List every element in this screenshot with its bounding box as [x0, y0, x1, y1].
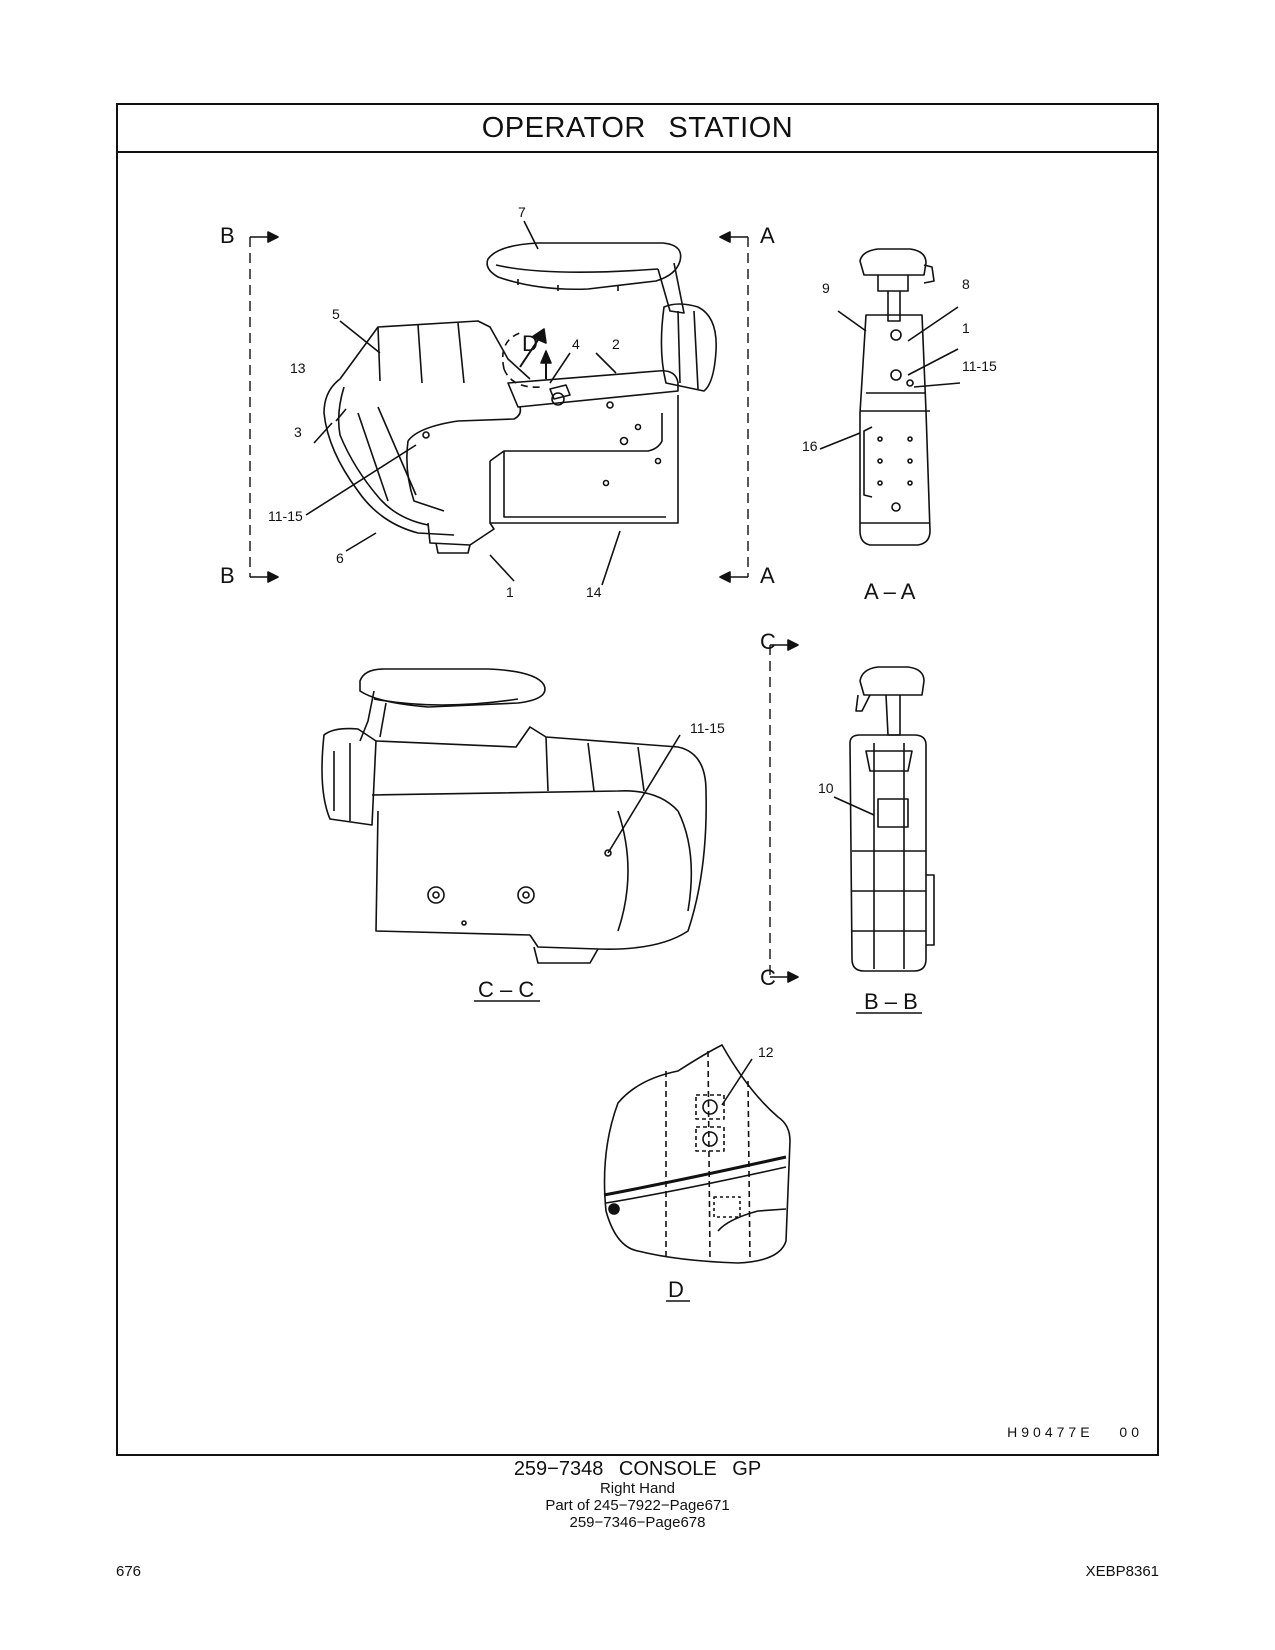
side-label: Right Hand — [599, 1480, 676, 1497]
section-letter-a-top: A — [760, 223, 775, 248]
callout-12: 12 — [758, 1044, 774, 1060]
view-label-a-a: A – A — [864, 579, 916, 604]
callout-1-aa: 1 — [962, 320, 970, 336]
callout-11-15-aa: 11-15 — [962, 358, 997, 374]
callout-1-side: 1 — [506, 584, 514, 600]
page-title: OPERATOR STATION — [481, 112, 794, 144]
section-view-a-a — [819, 248, 961, 546]
callout-13: 13 — [290, 360, 306, 376]
callout-10: 10 — [818, 780, 834, 796]
callout-16: 16 — [802, 438, 818, 454]
callout-14: 14 — [586, 584, 602, 600]
figure-code: H90477E 00 — [1007, 1424, 1143, 1440]
section-letter-b-top: B — [220, 223, 235, 248]
parts-caption: 259−7348 CONSOLE GP Right Hand Part of 2… — [0, 1458, 1275, 1531]
document-code: XEBP8361 — [1085, 1563, 1159, 1580]
callout-4: 4 — [572, 336, 580, 352]
callout-9: 9 — [822, 280, 830, 296]
view-label-c-c: C – C — [478, 977, 534, 1002]
callout-7: 7 — [518, 204, 526, 220]
section-view-c-c — [321, 668, 707, 1002]
console-side-view — [249, 220, 749, 586]
callout-5: 5 — [332, 306, 340, 322]
section-view-b-b — [769, 639, 935, 1014]
section-letter-a-bottom: A — [760, 563, 775, 588]
title-bar: OPERATOR STATION — [118, 105, 1157, 153]
part-of-reference: Part of 245−7922−Page671 — [545, 1497, 730, 1514]
callout-6: 6 — [336, 550, 344, 566]
page-number: 676 — [116, 1563, 142, 1580]
section-letter-b-bottom: B — [220, 563, 235, 588]
detail-letter-d: D — [522, 331, 538, 356]
callout-3: 3 — [294, 424, 302, 440]
diagram-frame: OPERATOR STATION — [116, 103, 1159, 1456]
view-label-d: D — [668, 1277, 684, 1302]
section-letter-c-bottom: C — [760, 965, 776, 990]
part-number-title: 259−7348 CONSOLE GP — [513, 1458, 762, 1480]
view-label-b-b: B – B — [864, 989, 918, 1014]
callout-11-15-cc: 11-15 — [690, 720, 725, 736]
callout-8: 8 — [962, 276, 970, 292]
callout-11-15-side: 11-15 — [268, 508, 303, 524]
section-letter-c-top: C — [760, 629, 776, 654]
exploded-parts-drawing: B B A A C C D A – A B – B C – C D 7 5 4 … — [220, 204, 997, 1302]
detail-view-d — [603, 1044, 791, 1302]
callout-2: 2 — [612, 336, 620, 352]
part-of-reference-2: 259−7346−Page678 — [569, 1514, 706, 1531]
